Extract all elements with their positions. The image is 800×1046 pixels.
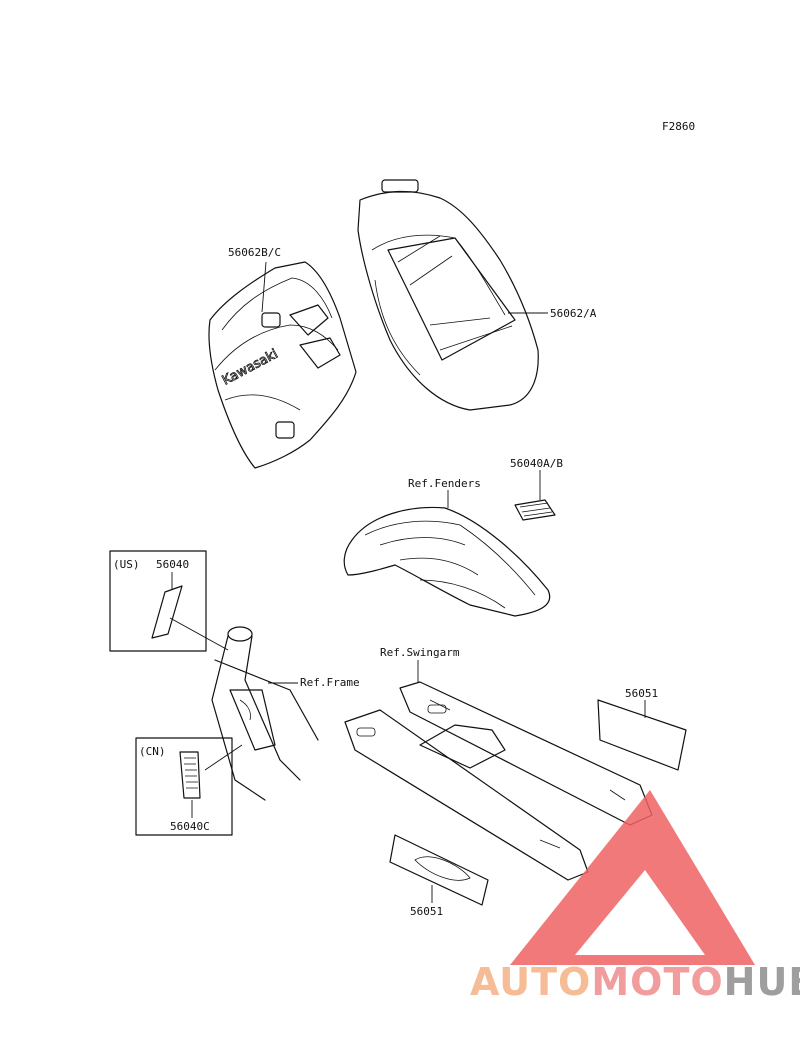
label-swingarm-decal: 56051 <box>625 687 658 700</box>
fender-decal-drawing <box>514 499 556 521</box>
frame-drawing <box>211 626 319 801</box>
watermark-logo: AUTOMOTOHUB <box>470 790 800 1004</box>
cn-region-label: (CN) <box>139 745 166 758</box>
label-fuel-tank: 56062/A <box>550 307 597 320</box>
label-fenders-ref: Ref.Fenders <box>408 477 481 490</box>
cn-region-box <box>135 737 233 836</box>
label-side-cover: 56062B/C <box>228 246 281 259</box>
label-lower-decal: 56051 <box>410 905 443 918</box>
fender-drawing <box>343 506 551 617</box>
side-cover-logo: Kawasaki <box>220 347 281 389</box>
watermark-auto: AUTO <box>470 960 591 1004</box>
watermark-hub: HUB <box>724 960 800 1004</box>
watermark-triangle-icon <box>510 790 755 965</box>
leader-cn-to-frame <box>204 744 243 771</box>
us-part-label: 56040 <box>156 558 189 571</box>
cn-part-label: 56040C <box>170 820 210 833</box>
us-region-box <box>109 550 207 652</box>
figure-code: F2860 <box>662 120 695 133</box>
lower-decal-drawing <box>389 834 489 906</box>
cn-decal-drawing <box>179 751 201 799</box>
label-frame-ref: Ref.Frame <box>300 676 360 689</box>
us-decal-drawing <box>151 585 183 639</box>
leader-us-to-frame <box>169 617 229 651</box>
label-fender-decal: 56040A/B <box>510 457 563 470</box>
side-cover-drawing: Kawasaki <box>208 261 357 469</box>
watermark-moto: MOTO <box>591 960 723 1004</box>
fuel-tank-drawing <box>357 179 539 411</box>
us-region-label: (US) <box>113 558 140 571</box>
swingarm-decal-drawing <box>597 699 687 771</box>
label-swingarm-ref: Ref.Swingarm <box>380 646 460 659</box>
svg-text:AUTOMOTOHUB: AUTOMOTOHUB <box>470 960 800 1004</box>
leader-side-cover <box>261 261 267 313</box>
